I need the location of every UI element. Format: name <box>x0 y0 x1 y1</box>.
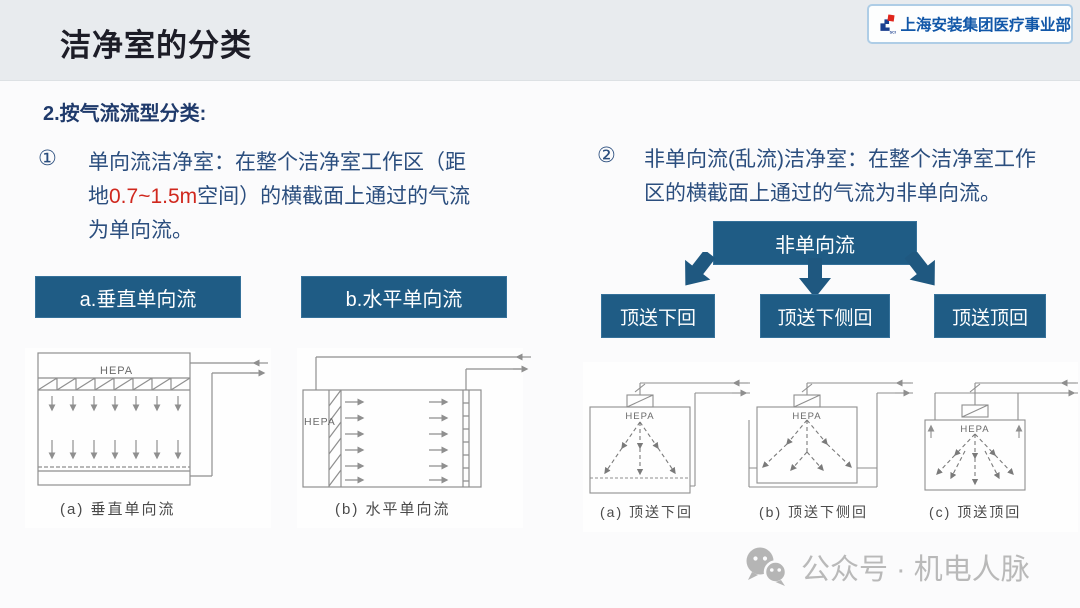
room-outline <box>924 382 1078 491</box>
text-segment: 空间）的横截面上通过的气流为单向流。 <box>88 185 471 242</box>
watermark-text: 公众号 · 机电人脉 <box>801 554 1030 586</box>
diagram-panel <box>583 362 1078 532</box>
page-title: 洁净室的分类 <box>60 28 252 63</box>
diagram-caption: (b) 顶送下侧回 <box>759 504 868 520</box>
room-outline <box>748 382 913 488</box>
diagram-top-top-return: HEPA (c) 顶送顶回 <box>924 379 1078 520</box>
duct-arrow-icons <box>927 379 1076 438</box>
diagram-caption: (c) 顶送顶回 <box>929 504 1021 520</box>
scg-logo-text: SCG <box>890 31 897 35</box>
airflow-dashed-arrows <box>762 419 852 471</box>
bullet-text-2: 非单向流(乱流)洁净室：在整个洁净室工作区的横截面上通过的气流为非单向流。 <box>644 148 1036 205</box>
slide-header: 洁净室的分类 SCG 上海安装集团医疗事业部 <box>0 0 1080 81</box>
hepa-label: HEPA <box>792 411 821 422</box>
scg-logo-icon: SCG <box>880 14 897 35</box>
flowchart-child-top-top-return: 顶送顶回 <box>934 294 1046 338</box>
hepa-label: HEPA <box>304 416 336 428</box>
diagram-top-side-return: HEPA (b) 顶送下侧回 <box>748 379 913 520</box>
bullet-number-1: ① <box>38 147 57 170</box>
label-vertical-flow: a.垂直单向流 <box>35 276 241 318</box>
airflow-arrow-icons <box>48 359 268 460</box>
bullet-text-1: 单向流洁净室：在整个洁净室工作区（距地0.7~1.5m空间）的横截面上通过的气流… <box>88 146 485 248</box>
diagram-panel <box>297 348 523 528</box>
bullet-non-unidirectional: ② 非单向流(乱流)洁净室：在整个洁净室工作区的横截面上通过的气流为非单向流。 <box>597 143 1041 211</box>
bullet-number-2: ② <box>597 144 616 167</box>
room-outline <box>302 356 523 488</box>
flowchart-child-top-down-return: 顶送下回 <box>601 294 715 338</box>
company-name: 上海安装集团医疗事业部 <box>900 17 1071 34</box>
airflow-dashed-arrows <box>936 433 1014 486</box>
diagram-vertical-unidirectional: HEPA (a) 垂直单向流 <box>37 352 268 518</box>
wechat-icon <box>746 547 788 586</box>
company-logo: SCG 上海安装集团医疗事业部 <box>867 4 1073 44</box>
flowchart-root: 非单向流 <box>713 221 917 265</box>
flowchart-child-top-side-return: 顶送下侧回 <box>760 294 890 338</box>
highlighted-range: 0.7~1.5m <box>109 185 198 208</box>
hepa-label: HEPA <box>960 424 989 435</box>
room-outline <box>37 352 258 486</box>
room-outline <box>589 382 750 494</box>
text-segment: 单向流洁净室：在整个洁净室工作区（距地 <box>88 151 466 208</box>
duct-arrow-icons <box>732 379 748 397</box>
label-horizontal-flow: b.水平单向流 <box>301 276 507 318</box>
block-arrow-icons <box>685 252 935 298</box>
diagram-top-down-return: HEPA (a) 顶送下回 <box>589 379 750 520</box>
diagram-caption: (a) 垂直单向流 <box>60 501 176 518</box>
duct-arrow-icons <box>895 379 911 397</box>
hepa-label: HEPA <box>625 411 654 422</box>
airflow-dashed-arrows <box>604 421 676 476</box>
hepa-label: HEPA <box>100 365 133 377</box>
section-heading: 2.按气流流型分类: <box>43 103 207 125</box>
bullet-unidirectional: ① 单向流洁净室：在整个洁净室工作区（距地0.7~1.5m空间）的横截面上通过的… <box>38 146 485 248</box>
diagram-horizontal-unidirectional: HEPA (b) 水平单向流 <box>302 353 531 518</box>
diagram-caption: (b) 水平单向流 <box>335 501 451 518</box>
flowchart-arrows <box>685 252 935 298</box>
watermark: 公众号 · 机电人脉 <box>743 546 1030 588</box>
airflow-arrow-icons <box>345 353 531 484</box>
diagram-caption: (a) 顶送下回 <box>600 504 693 520</box>
